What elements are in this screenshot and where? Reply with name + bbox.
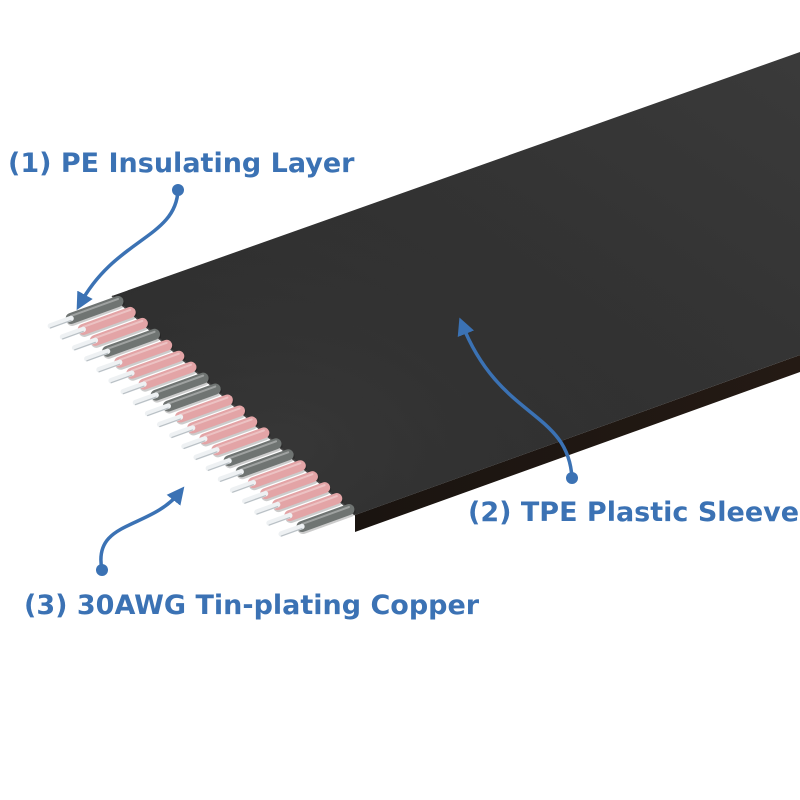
- wire-conductor: [132, 392, 159, 406]
- wire: [132, 372, 210, 406]
- wire: [169, 405, 247, 439]
- wire-conductor: [47, 315, 74, 329]
- wire-conductor: [266, 512, 293, 526]
- pe-insulating-layer-label: (1) PE Insulating Layer: [8, 148, 355, 179]
- wire-insulation: [223, 438, 282, 467]
- tpe-plastic-sleeve-label: (2) TPE Plastic Sleeve: [468, 497, 800, 528]
- wire-insulation: [272, 482, 331, 511]
- exposed-wires: [47, 295, 356, 537]
- wire-insulation: [247, 460, 306, 489]
- callout-arrows: [76, 184, 578, 576]
- wire-insulation: [150, 372, 209, 401]
- wire-conductor: [229, 479, 257, 493]
- curved-arrow-icon: [76, 184, 184, 311]
- wire-conductor: [193, 447, 220, 461]
- wire-insulation: [138, 361, 197, 390]
- wire-conductor: [59, 326, 86, 340]
- tin-plating-copper-label: (3) 30AWG Tin-plating Copper: [24, 590, 480, 621]
- wire: [205, 438, 283, 472]
- wire-conductor: [156, 414, 184, 428]
- wire: [84, 328, 162, 362]
- wire-insulation: [199, 416, 258, 445]
- sleeve-edge: [355, 355, 800, 532]
- wire: [108, 350, 186, 384]
- wire-insulation: [89, 317, 148, 346]
- wire: [144, 383, 222, 417]
- wire-conductor: [169, 425, 196, 439]
- wire: [193, 427, 271, 461]
- wire: [242, 471, 319, 504]
- wire-insulation: [102, 328, 161, 357]
- wire-insulation: [162, 383, 221, 412]
- wire-conductor: [96, 359, 123, 373]
- wire-conductor: [205, 458, 232, 472]
- wire: [59, 306, 137, 340]
- wire-insulation: [187, 405, 246, 434]
- wire: [120, 361, 198, 395]
- wire-insulation: [259, 471, 318, 500]
- wire-conductor: [71, 337, 99, 351]
- wire-conductor: [144, 403, 172, 417]
- wire-insulation: [296, 504, 355, 533]
- wire-conductor: [181, 436, 208, 450]
- wire-conductor: [108, 370, 135, 384]
- wire-insulation: [126, 350, 185, 379]
- wire: [96, 339, 174, 373]
- wire-conductor: [120, 381, 147, 395]
- wire-insulation: [211, 427, 270, 456]
- wire: [181, 416, 259, 450]
- wire: [229, 460, 307, 493]
- wire-insulation: [284, 493, 343, 522]
- wire: [156, 394, 234, 428]
- wire: [217, 449, 295, 483]
- wire-conductor: [242, 490, 269, 504]
- curved-arrow-icon: [96, 486, 185, 576]
- wire-insulation: [114, 339, 173, 368]
- curved-arrow-icon: [457, 317, 578, 484]
- wire-insulation: [77, 306, 136, 335]
- wire-conductor: [84, 348, 111, 362]
- wire: [71, 317, 149, 351]
- wire-insulation: [65, 295, 124, 324]
- wire-conductor: [217, 469, 244, 483]
- wire: [254, 482, 332, 515]
- sleeve-sheen: [112, 52, 800, 515]
- wire-conductor: [254, 501, 281, 515]
- wire-conductor: [278, 523, 305, 537]
- wire: [47, 295, 125, 329]
- wire: [278, 504, 356, 537]
- wire-insulation: [174, 394, 233, 423]
- wire-insulation: [235, 449, 294, 478]
- wire: [266, 493, 344, 526]
